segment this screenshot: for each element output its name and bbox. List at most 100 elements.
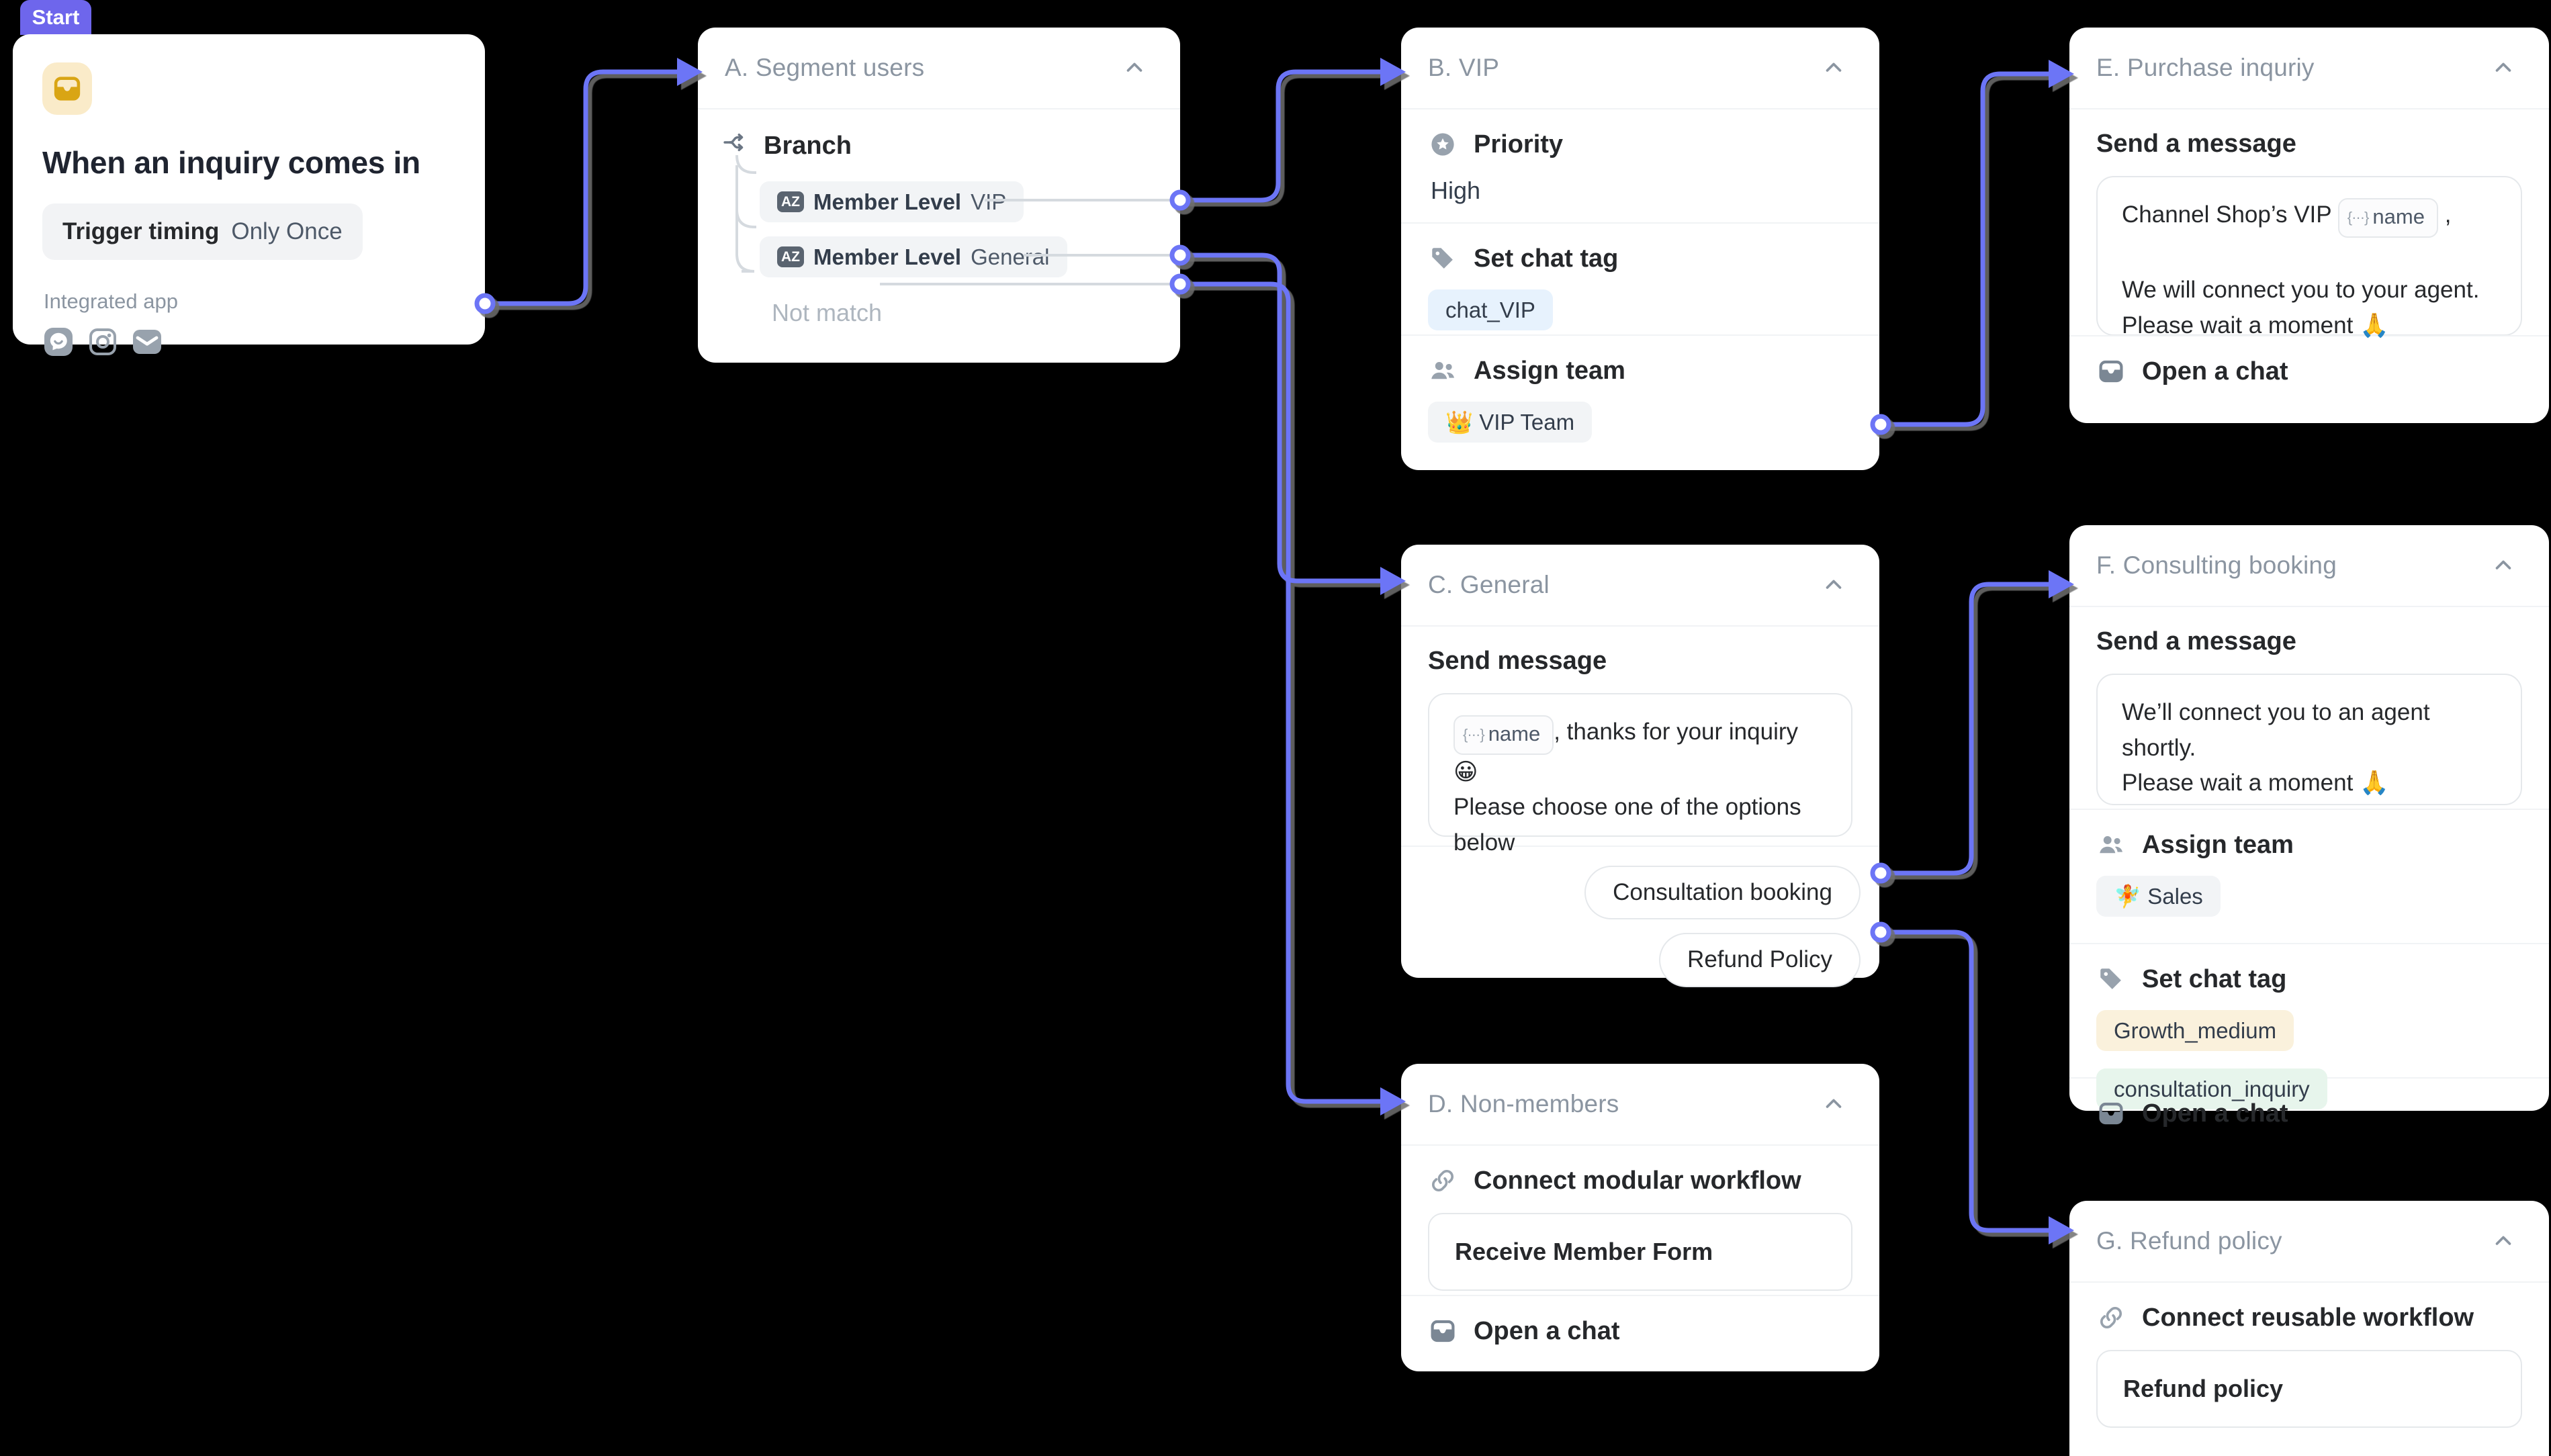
start-badge: Start bbox=[20, 0, 91, 35]
team-icon bbox=[1428, 356, 1458, 385]
message-line2: Please wait a moment 🙏 bbox=[2122, 770, 2389, 796]
quick-reply-buttons: Consultation booking Refund Policy bbox=[1401, 846, 1879, 1007]
send-message-section: Send message {···}name, thanks for your … bbox=[1401, 627, 1879, 856]
branch-condition-vip[interactable]: AZ Member Level VIP bbox=[760, 181, 1024, 222]
collapse-chevron-icon[interactable] bbox=[2489, 1226, 2518, 1256]
node-header: F. Consulting booking bbox=[2069, 525, 2549, 607]
open-chat-label: Open a chat bbox=[1474, 1316, 1620, 1345]
connect-workflow-section: Connect reusable workflow Refund policy bbox=[2069, 1283, 2549, 1451]
team-chip[interactable]: 👑 VIP Team bbox=[1428, 402, 1593, 443]
chat-tag-chip[interactable]: consultation_inquiry bbox=[2096, 1068, 2327, 1109]
variable-chip-name: {···}name bbox=[2337, 198, 2438, 238]
branch-condition-general[interactable]: AZ Member Level General bbox=[760, 236, 1067, 277]
collapse-chevron-icon[interactable] bbox=[2489, 53, 2518, 83]
assign-team-section: Assign team 👑 VIP Team bbox=[1401, 334, 1879, 465]
condition-value: General bbox=[971, 244, 1050, 269]
assign-team-label: Assign team bbox=[1474, 356, 1625, 385]
node-header: B. VIP bbox=[1401, 28, 1879, 109]
node-header: E. Purchase inquriy bbox=[2069, 28, 2549, 109]
refund-policy-button[interactable]: Refund Policy bbox=[1659, 933, 1861, 987]
open-chat-icon bbox=[2096, 357, 2126, 386]
message-preview[interactable]: We’ll connect you to an agent shortly. P… bbox=[2096, 674, 2522, 805]
chat-tag-chip[interactable]: Growth_medium bbox=[2096, 1010, 2294, 1051]
message-line1-tail: , bbox=[2437, 201, 2452, 228]
email-icon bbox=[133, 330, 161, 354]
send-message-section: Send a message We’ll connect you to an a… bbox=[2069, 607, 2549, 809]
connected-workflow-box[interactable]: Receive Member Form bbox=[1428, 1213, 1852, 1291]
wire-consult-to-f bbox=[1878, 582, 2053, 876]
condition-value: VIP bbox=[971, 189, 1007, 214]
branch-section-title: Branch bbox=[721, 128, 1180, 163]
az-condition-icon: AZ bbox=[777, 246, 804, 267]
collapse-chevron-icon[interactable] bbox=[1819, 53, 1848, 83]
open-chat-section: Open a chat bbox=[1401, 1295, 1879, 1369]
tag-icon bbox=[1428, 244, 1458, 273]
consultation-booking-button[interactable]: Consultation booking bbox=[1584, 866, 1861, 920]
workflow-canvas: { "badge": { "label": "Start" }, "trigge… bbox=[13, 0, 2549, 1456]
collapse-chevron-icon[interactable] bbox=[2489, 551, 2518, 580]
message-line1: , thanks for your inquiry 😀 bbox=[1453, 719, 1799, 785]
send-message-label: Send message bbox=[1428, 647, 1607, 675]
trigger-title: When an inquiry comes in bbox=[42, 145, 420, 180]
wire-general-to-c bbox=[1177, 253, 1384, 584]
node-title: E. Purchase inquriy bbox=[2096, 54, 2315, 81]
connect-workflow-label: Connect modular workflow bbox=[1474, 1166, 1801, 1195]
set-chat-tag-label: Set chat tag bbox=[1474, 244, 1619, 273]
node-title: B. VIP bbox=[1428, 54, 1500, 81]
wire-vip-to-b bbox=[1177, 69, 1384, 203]
message-line1: Channel Shop’s VIP bbox=[2122, 201, 2331, 228]
link-icon bbox=[2096, 1303, 2126, 1332]
trigger-timing-pill[interactable]: Trigger timing Only Once bbox=[42, 203, 363, 260]
trigger-timing-label: Trigger timing bbox=[62, 218, 220, 244]
set-chat-tag-label: Set chat tag bbox=[2142, 964, 2287, 993]
connected-workflow-box[interactable]: Refund policy bbox=[2096, 1350, 2522, 1428]
connect-workflow-section: Connect modular workflow Receive Member … bbox=[1401, 1146, 1879, 1295]
tag-icon bbox=[2096, 964, 2126, 994]
wire-notmatch-to-d bbox=[1177, 281, 1384, 1104]
channel-talk-icon bbox=[44, 328, 73, 356]
node-card-vip[interactable]: B. VIP Priority High Set chat tag chat_V… bbox=[1401, 28, 1879, 470]
node-card-consulting-booking[interactable]: F. Consulting booking Send a message We’… bbox=[2069, 525, 2549, 1128]
node-card-non-members[interactable]: D. Non-members Connect modular workflow … bbox=[1401, 1064, 1879, 1371]
team-icon bbox=[2096, 830, 2126, 860]
collapse-chevron-icon[interactable] bbox=[1819, 570, 1848, 600]
message-preview[interactable]: Channel Shop’s VIP {···}name , We will c… bbox=[2096, 176, 2522, 338]
chat-tag-chip[interactable]: chat_VIP bbox=[1428, 289, 1553, 330]
node-title: C. General bbox=[1428, 571, 1550, 598]
node-title: G. Refund policy bbox=[2096, 1227, 2282, 1255]
collapse-chevron-icon[interactable] bbox=[1819, 1089, 1848, 1119]
node-card-refund-policy[interactable]: G. Refund policy Connect reusable workfl… bbox=[2069, 1201, 2549, 1456]
condition-field: Member Level bbox=[813, 244, 962, 269]
collapse-chevron-icon[interactable] bbox=[1120, 53, 1149, 83]
open-chat-label: Open a chat bbox=[2142, 1099, 2288, 1128]
trigger-card[interactable]: When an inquiry comes in Trigger timing … bbox=[13, 34, 485, 356]
set-chat-tag-section: Set chat tag chat_VIP bbox=[1401, 222, 1879, 334]
condition-field: Member Level bbox=[813, 189, 962, 214]
node-card-segment-users[interactable]: A. Segment users Branch AZ Member Level … bbox=[698, 28, 1180, 363]
az-condition-icon: AZ bbox=[777, 191, 804, 212]
priority-value: High bbox=[1431, 177, 1481, 204]
message-line2: We will connect you to your agent. bbox=[2122, 277, 2480, 304]
wire-refund-to-g bbox=[1878, 929, 2053, 1233]
open-chat-icon bbox=[2096, 1099, 2126, 1128]
node-title: F. Consulting booking bbox=[2096, 551, 2337, 579]
node-card-purchase-inquiry[interactable]: E. Purchase inquriy Send a message Chann… bbox=[2069, 28, 2549, 423]
link-icon bbox=[1428, 1166, 1458, 1195]
variable-chip-name: {···}name bbox=[1453, 715, 1554, 755]
set-chat-tag-section: Set chat tag Growth_medium consultation_… bbox=[2069, 943, 2549, 1109]
node-header: C. General bbox=[1401, 545, 1879, 627]
message-line1: We’ll connect you to an agent shortly. bbox=[2122, 699, 2430, 761]
open-chat-label: Open a chat bbox=[2142, 357, 2288, 385]
node-header: G. Refund policy bbox=[2069, 1201, 2549, 1283]
wire-start-to-a bbox=[482, 69, 681, 306]
message-line2: Please choose one of the options below bbox=[1453, 794, 1801, 856]
trigger-timing-value: Only Once bbox=[231, 218, 343, 244]
open-chat-section: Open a chat bbox=[2069, 335, 2549, 409]
branch-not-match[interactable]: Not match bbox=[772, 299, 883, 326]
instagram-icon bbox=[89, 328, 116, 355]
team-chip[interactable]: 🧚 Sales bbox=[2096, 876, 2221, 917]
node-card-general[interactable]: C. General Send message {···}name, thank… bbox=[1401, 545, 1879, 987]
message-preview[interactable]: {···}name, thanks for your inquiry 😀 Ple… bbox=[1428, 693, 1852, 856]
message-line3: Please wait a moment 🙏 bbox=[2122, 312, 2389, 338]
priority-section: Priority High bbox=[1401, 109, 1879, 222]
